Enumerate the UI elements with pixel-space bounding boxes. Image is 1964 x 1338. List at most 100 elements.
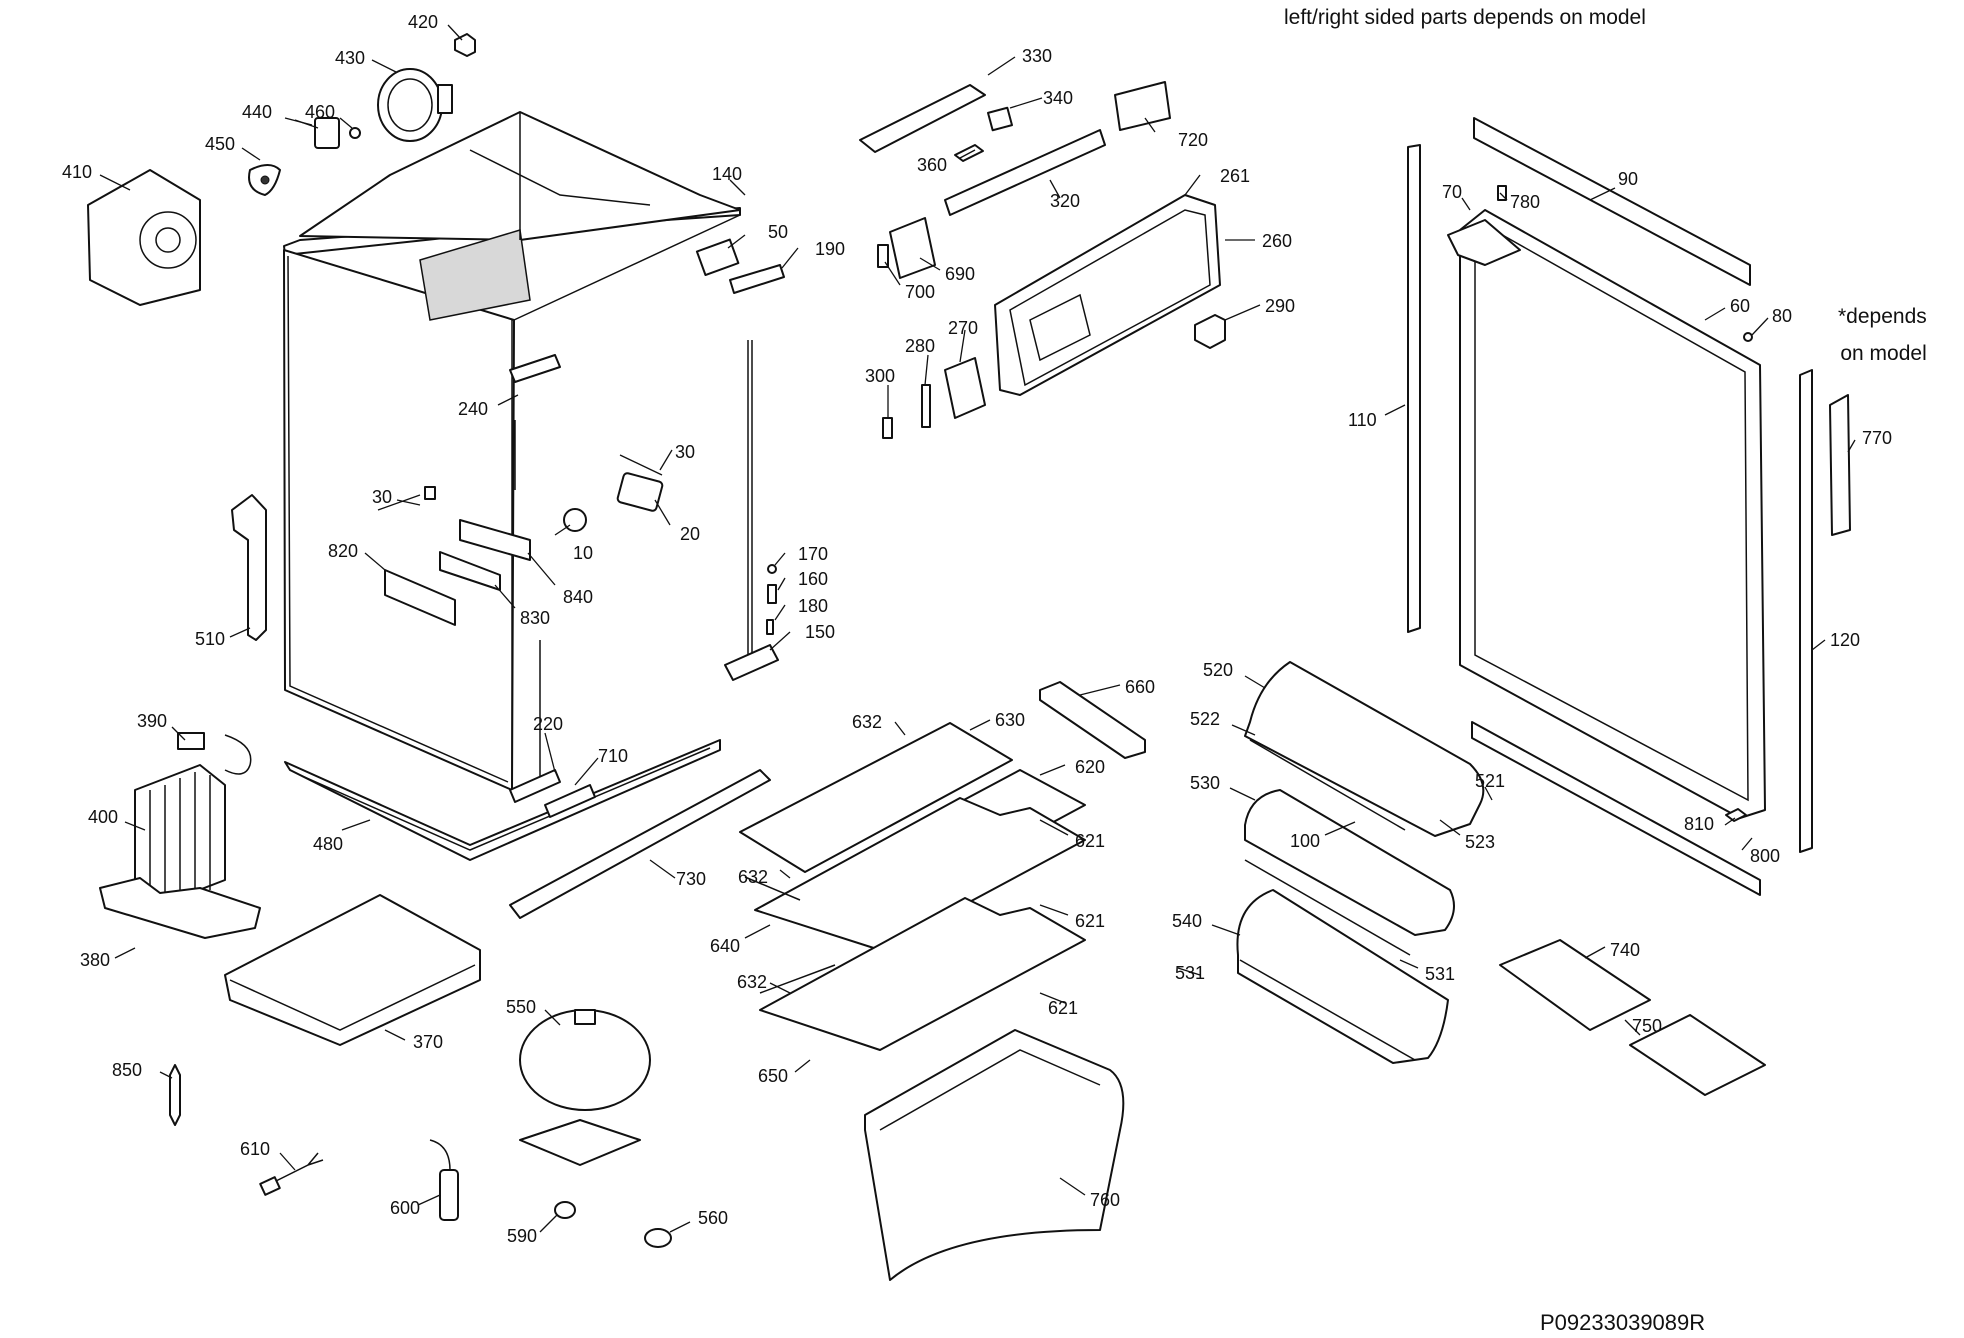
callout-740: 740 bbox=[1610, 940, 1640, 960]
callout-840: 840 bbox=[563, 587, 593, 607]
callout-280: 280 bbox=[905, 336, 935, 356]
depends-note-line-2: on model bbox=[1840, 342, 1927, 365]
callout-630: 630 bbox=[995, 710, 1025, 730]
callout-300: 300 bbox=[865, 366, 895, 386]
callout-290: 290 bbox=[1265, 296, 1295, 316]
callout-690: 690 bbox=[945, 264, 975, 284]
callout-410: 410 bbox=[62, 162, 92, 182]
callout-260: 260 bbox=[1262, 231, 1292, 251]
callout-760: 760 bbox=[1090, 1190, 1120, 1210]
callout-621-bottom: 621 bbox=[1048, 998, 1078, 1018]
leader-lines bbox=[99, 24, 1856, 1233]
door-small-parts-drawing bbox=[877, 217, 986, 439]
fan-motor-drawing bbox=[294, 117, 361, 149]
callout-330: 330 bbox=[1022, 46, 1052, 66]
callout-80: 80 bbox=[1772, 306, 1792, 326]
callout-531-left: 531 bbox=[1175, 963, 1205, 983]
callout-621-middle: 621 bbox=[1075, 911, 1105, 931]
callout-700: 700 bbox=[905, 282, 935, 302]
callout-150: 150 bbox=[805, 622, 835, 642]
callout-labels: 420 430 440 460 450 410 140 50 190 240 3… bbox=[62, 12, 1892, 1246]
side-duct-drawing bbox=[231, 494, 267, 641]
callout-450: 450 bbox=[205, 134, 235, 154]
upper-bracket-drawing bbox=[509, 354, 561, 383]
callout-540: 540 bbox=[1172, 911, 1202, 931]
clip-drawing bbox=[454, 33, 476, 57]
callout-460: 460 bbox=[305, 102, 335, 122]
callout-530: 530 bbox=[1190, 773, 1220, 793]
callout-650: 650 bbox=[758, 1066, 788, 1086]
freezer-door-drawing bbox=[994, 194, 1221, 396]
callout-370: 370 bbox=[413, 1032, 443, 1052]
callout-380: 380 bbox=[80, 950, 110, 970]
callout-110: 110 bbox=[1348, 410, 1377, 430]
fan-ring-drawing bbox=[377, 68, 453, 142]
compressor-drawing bbox=[519, 1009, 651, 1166]
callout-830: 830 bbox=[520, 608, 550, 628]
callout-160: 160 bbox=[798, 569, 828, 589]
callout-30-left: 30 bbox=[372, 487, 392, 507]
callout-620: 620 bbox=[1075, 757, 1105, 777]
callout-140: 140 bbox=[712, 164, 742, 184]
callout-170: 170 bbox=[798, 544, 828, 564]
lower-hinge-drawing bbox=[724, 564, 779, 681]
callout-531-right: 531 bbox=[1425, 964, 1455, 984]
callout-60: 60 bbox=[1730, 296, 1750, 316]
callout-220: 220 bbox=[533, 714, 563, 734]
callout-10: 10 bbox=[573, 543, 593, 563]
callout-190: 190 bbox=[815, 239, 845, 259]
callout-50: 50 bbox=[768, 222, 788, 242]
callout-340: 340 bbox=[1043, 88, 1073, 108]
callout-820: 820 bbox=[328, 541, 358, 561]
callout-522: 522 bbox=[1190, 709, 1220, 729]
callout-120: 120 bbox=[1830, 630, 1860, 650]
condenser-drawing bbox=[99, 732, 261, 939]
callout-90: 90 bbox=[1618, 169, 1638, 189]
callout-640: 640 bbox=[710, 936, 740, 956]
top-hinge-drawing bbox=[695, 238, 785, 294]
bottom-grille-drawing bbox=[284, 739, 771, 919]
callout-390: 390 bbox=[137, 711, 167, 731]
drip-tray-drawing bbox=[224, 894, 481, 1046]
door-bins-drawing bbox=[1236, 661, 1485, 1064]
callout-850: 850 bbox=[112, 1060, 142, 1080]
diagram-document-id: P09233039089R bbox=[1540, 1310, 1706, 1335]
callout-521: 521 bbox=[1475, 771, 1505, 791]
callout-20: 20 bbox=[680, 524, 700, 544]
callout-320: 320 bbox=[1050, 191, 1080, 211]
callout-30-right: 30 bbox=[675, 442, 695, 462]
callout-510: 510 bbox=[195, 629, 225, 649]
callout-440: 440 bbox=[242, 102, 272, 122]
callout-270: 270 bbox=[948, 318, 978, 338]
callout-710: 710 bbox=[598, 746, 628, 766]
callout-520: 520 bbox=[1203, 660, 1233, 680]
callout-590: 590 bbox=[507, 1226, 537, 1246]
callout-730: 730 bbox=[676, 869, 706, 889]
glass-shelves-drawing bbox=[739, 722, 1086, 1051]
callout-621-top: 621 bbox=[1075, 831, 1105, 851]
callout-70: 70 bbox=[1442, 182, 1462, 202]
control-panel-drawing bbox=[384, 519, 531, 626]
callout-550: 550 bbox=[506, 997, 536, 1017]
shelf-rail-drawing bbox=[1039, 681, 1146, 759]
callout-770: 770 bbox=[1862, 428, 1892, 448]
callout-261: 261 bbox=[1220, 166, 1250, 186]
callout-610: 610 bbox=[240, 1139, 270, 1159]
callout-780: 780 bbox=[1510, 192, 1540, 212]
callout-180: 180 bbox=[798, 596, 828, 616]
callout-480: 480 bbox=[313, 834, 343, 854]
callout-632-top: 632 bbox=[852, 712, 882, 732]
callout-100: 100 bbox=[1290, 831, 1320, 851]
depends-on-model-note: *depends on model bbox=[1838, 298, 1927, 372]
callout-360: 360 bbox=[917, 155, 947, 175]
callout-430: 430 bbox=[335, 48, 365, 68]
fan-cover-drawing bbox=[87, 169, 201, 306]
cabinet-body-drawing bbox=[283, 111, 753, 791]
callout-632-bottom: 632 bbox=[737, 972, 767, 992]
model-side-note: left/right sided parts depends on model bbox=[1284, 6, 1646, 29]
crisper-drawer-drawing bbox=[864, 1029, 1125, 1281]
fan-blade-drawing bbox=[248, 164, 281, 196]
callout-240: 240 bbox=[458, 399, 488, 419]
callout-400: 400 bbox=[88, 807, 118, 827]
